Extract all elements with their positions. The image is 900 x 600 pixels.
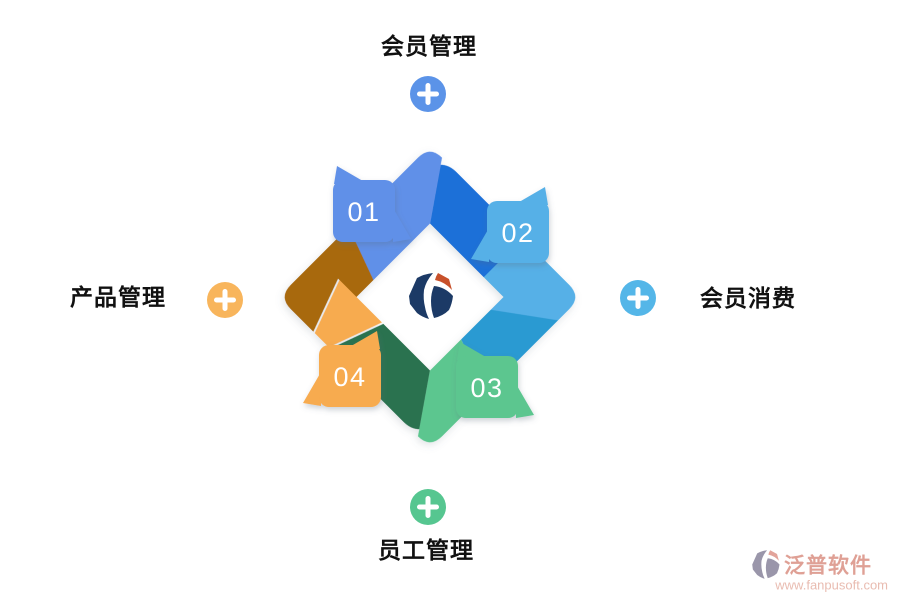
plus-icon (627, 287, 649, 309)
add-button-bottom[interactable] (410, 489, 446, 525)
step-02-number: 02 (501, 218, 534, 248)
step-03-arrow: 03 (456, 342, 534, 418)
step-04-number: 04 (333, 362, 366, 392)
step-04-barb-top (346, 331, 380, 349)
step-03-barb-top (457, 342, 491, 360)
node-label-top: 会员管理 (381, 33, 477, 59)
node-right: 会员消费 (620, 280, 796, 316)
step-04-barb-left (303, 372, 321, 406)
node-top: 会员管理 (381, 33, 477, 112)
watermark-logo-icon (752, 550, 780, 579)
plus-icon (214, 289, 236, 311)
step-04-body (319, 345, 381, 407)
step-04-arrow: 04 (303, 331, 381, 407)
ribbon-segment-brown (284, 224, 377, 332)
add-button-right[interactable] (620, 280, 656, 316)
step-03-barb-right (516, 384, 534, 418)
step-02-barb-left (471, 228, 489, 262)
watermark: 泛普软件 www.fanpusoft.com (752, 550, 888, 593)
plus-icon (417, 83, 439, 105)
step-01-number: 01 (347, 197, 380, 227)
ribbon-segment-orange (314, 280, 382, 348)
add-button-left[interactable] (207, 282, 243, 318)
step-01-arrow: 01 (333, 166, 411, 242)
step-02-barb-top (514, 187, 548, 205)
step-03-number: 03 (470, 373, 503, 403)
node-bottom: 员工管理 (378, 489, 474, 563)
step-01-body (333, 180, 395, 242)
node-label-left: 产品管理 (70, 284, 166, 310)
node-label-bottom: 员工管理 (378, 537, 474, 563)
center-logo-icon (409, 273, 453, 319)
step-03-body (456, 356, 518, 418)
node-label-right: 会员消费 (700, 285, 796, 311)
add-button-top[interactable] (410, 76, 446, 112)
step-01-barb-right (393, 208, 411, 242)
node-left: 产品管理 (70, 282, 243, 318)
plus-icon (417, 496, 439, 518)
watermark-url: www.fanpusoft.com (774, 578, 888, 593)
watermark-brand: 泛普软件 (784, 554, 872, 578)
step-01-barb-top (334, 166, 368, 184)
step-02-body (487, 201, 549, 263)
step-02-arrow: 02 (471, 187, 549, 263)
